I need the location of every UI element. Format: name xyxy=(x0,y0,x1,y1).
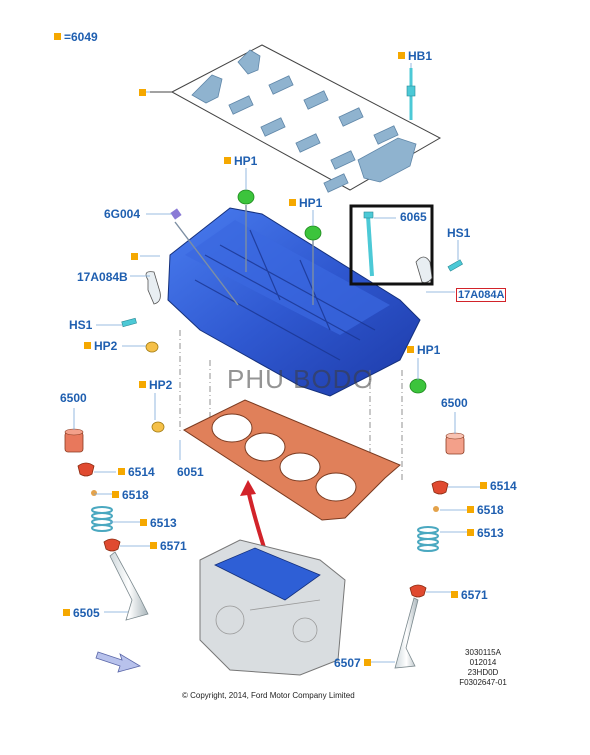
reference-line-4: F0302647-01 xyxy=(459,678,507,687)
label-hp2-mid: HP2 xyxy=(139,378,172,392)
label-hp1-mid: HP1 xyxy=(289,196,322,210)
label-hs1-left: HS1 xyxy=(69,318,93,332)
part-17a084a-highlight: 17A084A xyxy=(456,288,507,302)
sensor-6g004 xyxy=(170,208,182,220)
copyright-notice: © Copyright, 2014, Ford Motor Company Li… xyxy=(182,691,355,700)
reference-line-3: 23HD0D xyxy=(467,668,499,677)
orange-marker-icon xyxy=(224,157,231,165)
label-6514-left: 6514 xyxy=(118,465,155,479)
label-6518-right: 6518 xyxy=(467,503,504,517)
reference-block: 3030115A 012014 23HD0D F0302647-01 xyxy=(448,648,518,688)
label-17a084b: 17A084B xyxy=(77,270,128,284)
hb1-bolt xyxy=(406,68,416,120)
bracket-17a084b xyxy=(145,271,161,305)
label-6518-left: 6518 xyxy=(112,488,149,502)
orange-marker-icon xyxy=(451,591,458,599)
head-gasket xyxy=(182,399,401,521)
label-6507: 6507 xyxy=(334,656,374,670)
orange-marker-icon xyxy=(131,253,138,260)
label-hp2-top: HP2 xyxy=(84,339,117,353)
label-hs1-right: HS1 xyxy=(447,226,471,240)
yellow-plug-hp2-mid xyxy=(151,421,165,433)
label-hb1: HB1 xyxy=(398,49,432,63)
direction-arrow xyxy=(95,651,142,673)
label-6571-left: 6571 xyxy=(150,539,187,553)
orange-marker-icon xyxy=(54,33,61,41)
reference-line-2: 012014 xyxy=(469,658,497,667)
yellow-plug-hp2-top xyxy=(145,341,159,353)
label-6500-right: 6500 xyxy=(441,396,468,410)
orange-marker-icon xyxy=(118,468,125,476)
bolt-6065 xyxy=(363,211,374,277)
label-6514-right: 6514 xyxy=(480,479,517,493)
orange-marker-icon xyxy=(150,542,157,550)
legend-marker-6049: =6049 xyxy=(54,30,98,44)
label-17a084a: 17A084A xyxy=(456,287,507,302)
watermark: PHU BODO xyxy=(227,364,374,394)
label-hp1-right: HP1 xyxy=(407,343,440,357)
orange-marker-icon xyxy=(467,506,474,514)
orange-marker-icon xyxy=(139,89,146,96)
right-valve-train xyxy=(394,432,465,669)
left-valve-train xyxy=(64,428,149,621)
bracket-17a084a xyxy=(415,256,433,283)
green-plug-top xyxy=(237,189,255,205)
label-6065: 6065 xyxy=(400,210,427,224)
orange-marker-icon xyxy=(467,529,474,537)
orange-marker-icon xyxy=(84,342,91,350)
label-6513-right: 6513 xyxy=(467,526,504,540)
cylinder-head xyxy=(167,207,421,397)
label-6513-left: 6513 xyxy=(140,516,177,530)
label-6505: 6505 xyxy=(63,606,100,620)
orange-marker-icon xyxy=(398,52,405,60)
label-hp1-top: HP1 xyxy=(224,154,257,168)
hs1-stud-left xyxy=(121,317,137,328)
label-6g004: 6G004 xyxy=(104,207,141,221)
green-plug-mid xyxy=(304,225,322,241)
orange-marker-icon xyxy=(480,482,487,490)
label-6051: 6051 xyxy=(177,465,204,479)
orange-marker-icon xyxy=(407,346,414,354)
orange-marker-icon xyxy=(289,199,296,207)
orange-marker-icon xyxy=(139,381,146,389)
orange-marker-icon xyxy=(112,491,119,499)
engine-block xyxy=(199,539,346,676)
label-6500-left: 6500 xyxy=(60,391,87,405)
green-plug-right xyxy=(409,378,427,394)
highlight-box xyxy=(349,204,434,286)
orange-marker-icon xyxy=(63,609,70,617)
reference-line-1: 3030115A xyxy=(465,648,501,657)
label-6571-right: 6571 xyxy=(451,588,488,602)
hs1-stud-right xyxy=(447,259,463,272)
camshaft-cap-plate xyxy=(150,44,442,193)
orange-marker-icon xyxy=(140,519,147,527)
orange-marker-icon xyxy=(363,659,371,667)
